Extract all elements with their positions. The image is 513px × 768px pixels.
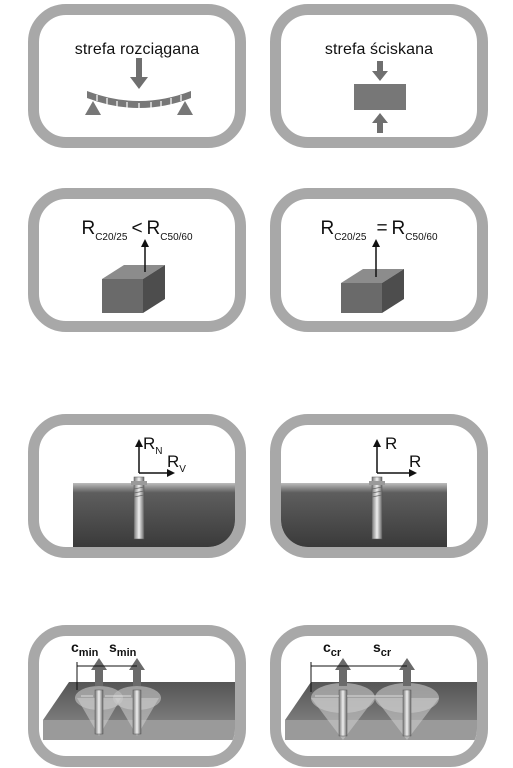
anchor-in-concrete-icon (73, 439, 235, 547)
concrete-block-arrow-icon (341, 239, 404, 313)
min-sub: min (78, 647, 99, 659)
class-c50-60: C50/60 (160, 232, 193, 243)
r-symbol-right: R (146, 218, 161, 239)
tension-zone-panel: strefa rozciągana (28, 4, 246, 148)
compression-zone-label: strefa ściskana (324, 41, 434, 58)
r-symbol-left: R (81, 218, 96, 239)
s-symbol: s (373, 639, 381, 655)
anchors-min-spacing-icon (43, 658, 235, 740)
s-symbol: s (109, 639, 117, 655)
r-symbol: R (167, 452, 180, 471)
strength-inequality-formula: RC20/25<RC50/60 (39, 219, 235, 248)
s-min-label: smin (109, 640, 136, 660)
c-symbol: c (71, 639, 79, 655)
loads-equal-panel: R R (270, 414, 488, 558)
compressed-block-icon (354, 61, 406, 133)
anchors-critical-spacing-icon (285, 658, 477, 740)
less-than-sign: < (131, 218, 143, 239)
anchor-in-concrete-icon (281, 439, 447, 547)
r-symbol: R (143, 434, 156, 453)
strength-different-panel: RC20/25<RC50/60 (28, 188, 246, 332)
force-rn-label: RN (143, 435, 163, 461)
force-r-horizontal-label: R (409, 452, 422, 471)
c-cr-label: ccr (323, 640, 341, 660)
class-c20-25: C20/25 (95, 232, 128, 243)
min-sub: min (116, 647, 137, 659)
sub-n: N (155, 446, 163, 457)
strength-equal-panel: RC20/25=RC50/60 (270, 188, 488, 332)
compression-zone-panel: strefa ściskana (270, 4, 488, 148)
bending-beam-icon (85, 58, 193, 115)
tension-zone-label: strefa rozciągana (74, 41, 200, 58)
min-spacing-panel: cmin smin (28, 625, 246, 767)
class-c20-25: C20/25 (334, 232, 367, 243)
cr-sub: cr (380, 647, 392, 659)
c-symbol: c (323, 639, 331, 655)
critical-spacing-panel: ccr scr (270, 625, 488, 767)
force-rv-label: RV (167, 453, 186, 479)
r-symbol-left: R (320, 218, 335, 239)
force-r-vertical-label: R (385, 434, 398, 453)
concrete-block-arrow-icon (102, 239, 165, 313)
loads-different-panel: RN RV (28, 414, 246, 558)
strength-equality-formula: RC20/25=RC50/60 (281, 219, 477, 248)
sub-v: V (179, 464, 186, 475)
equals-sign: = (376, 218, 388, 239)
class-c50-60: C50/60 (405, 232, 438, 243)
c-min-label: cmin (71, 640, 98, 660)
cr-sub: cr (330, 647, 342, 659)
s-cr-label: scr (373, 640, 391, 660)
r-symbol-right: R (391, 218, 406, 239)
